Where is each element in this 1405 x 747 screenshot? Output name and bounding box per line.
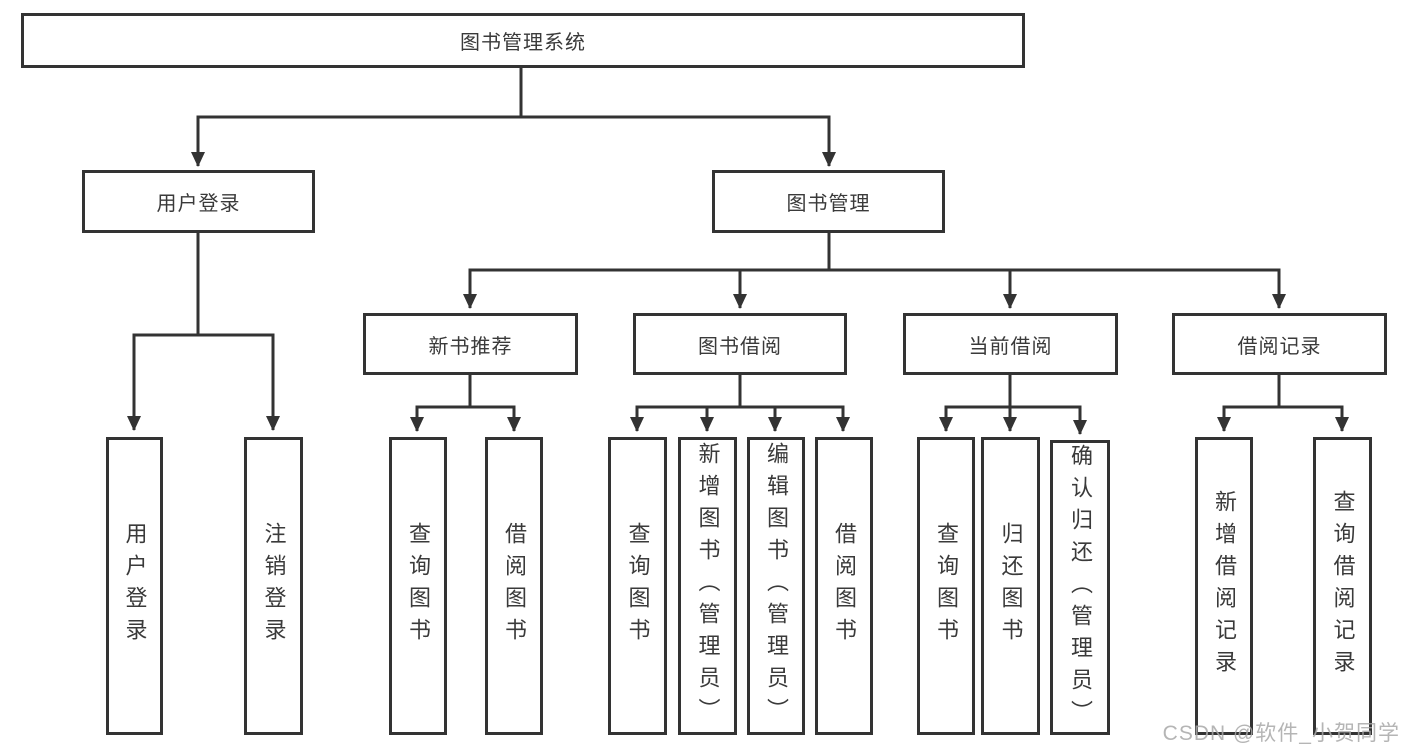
node-edit-book-admin: 编辑图书（管理员）	[747, 437, 805, 735]
node-borrow-records: 借阅记录	[1172, 313, 1387, 375]
node-user-login: 用户登录	[106, 437, 163, 735]
node-confirm-return-admin: 确认归还（管理员）	[1050, 440, 1110, 735]
node-add-book-admin: 新增图书（管理员）	[678, 437, 737, 735]
node-query-book-2: 查询图书	[608, 437, 667, 735]
node-book-management: 图书管理	[712, 170, 945, 233]
node-query-book-3: 查询图书	[917, 437, 975, 735]
node-book-borrow: 图书借阅	[633, 313, 847, 375]
node-return-book: 归还图书	[981, 437, 1040, 735]
node-query-book-1: 查询图书	[389, 437, 447, 735]
node-user-login-branch: 用户登录	[82, 170, 315, 233]
node-root: 图书管理系统	[21, 13, 1025, 68]
csdn-watermark: CSDN @软件_小贺同学	[1162, 722, 1400, 745]
node-borrow-book-1: 借阅图书	[485, 437, 543, 735]
node-borrow-book-2: 借阅图书	[815, 437, 873, 735]
node-current-borrow: 当前借阅	[903, 313, 1118, 375]
node-add-borrow-record: 新增借阅记录	[1195, 437, 1253, 735]
node-new-book-recommend: 新书推荐	[363, 313, 578, 375]
node-query-borrow-record: 查询借阅记录	[1313, 437, 1372, 735]
node-logout: 注销登录	[244, 437, 303, 735]
